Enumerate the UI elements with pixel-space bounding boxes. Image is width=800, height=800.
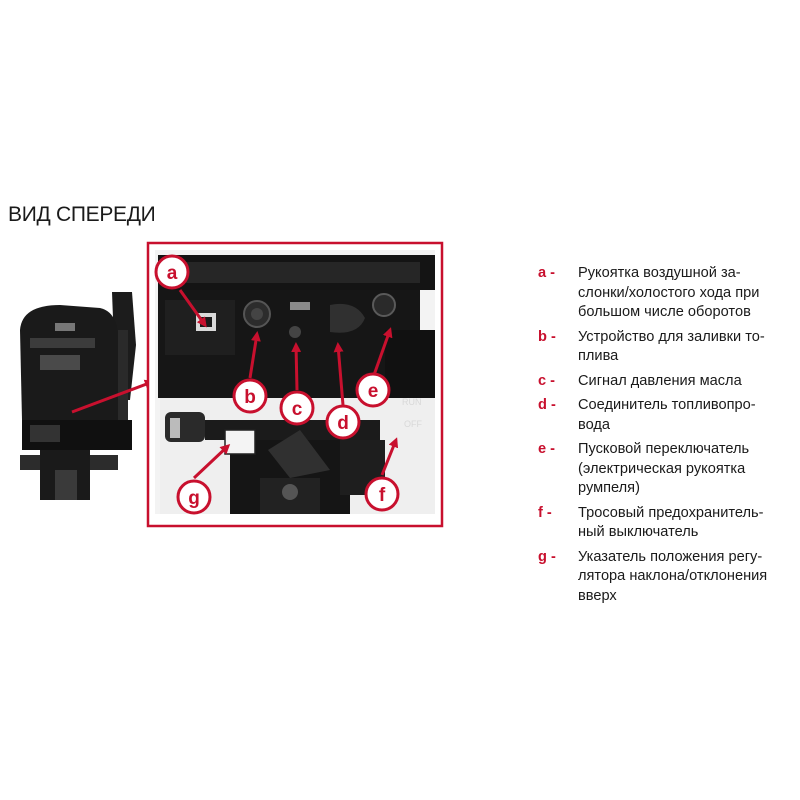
svg-text:g: g: [188, 488, 200, 509]
legend-text: Указатель положения регу- лятора наклона…: [578, 548, 768, 604]
legend-item-g: g - Указатель положения регу- лятора нак…: [538, 548, 800, 607]
callout-f: f: [364, 476, 400, 512]
svg-text:f: f: [379, 485, 386, 506]
svg-text:d: d: [337, 413, 349, 434]
callout-arrows: [178, 289, 399, 480]
legend: a - Рукоятка воздушной за- слонки/холост…: [538, 264, 800, 611]
callout-e: e: [355, 372, 391, 408]
legend-key: c -: [538, 372, 556, 389]
legend-key: a -: [538, 265, 556, 281]
legend-item-d: d - Соединитель топливопро- вода: [538, 396, 800, 435]
callout-g: g: [176, 479, 212, 515]
callout-c: c: [279, 390, 315, 426]
legend-item-f: f - Тросовый предохранитель- ный выключа…: [538, 504, 800, 543]
callout-d: d: [325, 404, 361, 440]
legend-item-c: c - Сигнал давления масла: [538, 372, 800, 392]
legend-text: Сигнал давления масла: [578, 372, 742, 389]
legend-key: b -: [538, 328, 556, 345]
callout-a: a: [154, 254, 190, 290]
legend-text: Рукоятка воздушной за- слонки/холостого …: [578, 265, 760, 320]
legend-text: Устройство для заливки то- плива: [578, 328, 765, 365]
legend-key: e -: [538, 441, 556, 457]
legend-text: Пусковой переключатель (электрическая ру…: [578, 441, 750, 496]
legend-item-b: b - Устройство для заливки то- плива: [538, 328, 800, 367]
legend-key: d -: [538, 397, 556, 413]
overview-engine-photo: [18, 290, 136, 500]
page-title: ВИД СПЕРЕДИ: [8, 203, 156, 226]
svg-text:c: c: [292, 399, 303, 420]
legend-text: Тросовый предохранитель- ный выключатель: [578, 504, 764, 541]
legend-item-a: a - Рукоятка воздушной за- слонки/холост…: [538, 264, 800, 323]
legend-text: Соединитель топливопро- вода: [578, 397, 756, 433]
legend-key: f -: [538, 504, 552, 521]
svg-text:b: b: [244, 387, 256, 408]
svg-text:a: a: [167, 263, 178, 284]
callout-b: b: [232, 378, 268, 414]
callout-labels: a b c d e f g: [154, 254, 400, 515]
switch-run-label: RUN: [402, 397, 422, 407]
overview-arrow: [71, 379, 155, 414]
svg-text:e: e: [368, 381, 379, 402]
legend-item-e: e - Пусковой переключатель (электрическа…: [538, 440, 800, 499]
switch-off-label: OFF: [404, 419, 422, 429]
legend-key: g -: [538, 548, 556, 565]
